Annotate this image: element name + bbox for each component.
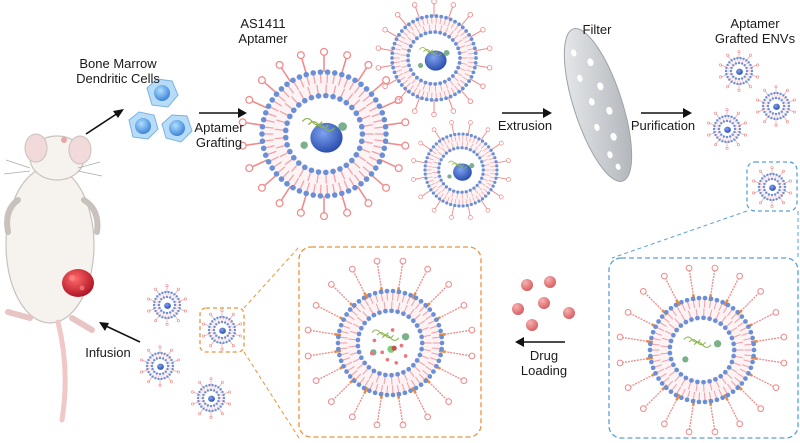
vesicle-top-right xyxy=(375,0,493,118)
zoom-line-blue-left xyxy=(611,210,748,259)
label-infusion: Infusion xyxy=(85,345,131,360)
label-drug-line2: Loading xyxy=(520,363,568,378)
label-grafted-line1: Aptamer xyxy=(730,16,780,31)
zoomed-vesicle-blue xyxy=(616,264,788,436)
arrow-extrusion xyxy=(502,108,552,118)
label-bmdc-line2: Dendritic Cells xyxy=(76,71,160,86)
label-aptamer-grafting: Aptamer Grafting xyxy=(186,120,252,150)
loaded-env-1 xyxy=(147,284,187,326)
grafted-env-2 xyxy=(756,85,796,127)
label-aptamer-grafted-envs: Aptamer Grafted ENVs xyxy=(712,16,798,46)
label-extrusion: Extrusion xyxy=(497,118,553,133)
zoom-box-orange xyxy=(298,246,482,438)
arrow-infusion xyxy=(99,322,141,343)
label-bmdc-line1: Bone Marrow xyxy=(79,56,157,71)
label-filter: Filter xyxy=(582,22,612,37)
drug-molecules-icon xyxy=(512,276,575,331)
zoomed-vesicle-orange xyxy=(304,257,476,429)
zoom-line-orange-bottom xyxy=(243,351,300,439)
grafted-env-1 xyxy=(719,50,759,92)
label-grafting-line1: Aptamer xyxy=(194,120,244,135)
label-as1411: AS1411 Aptamer xyxy=(223,16,303,46)
label-drug-loading: Drug Loading xyxy=(512,348,576,378)
arrow-to-cells xyxy=(85,109,124,135)
label-as1411-line2: Aptamer xyxy=(238,31,288,46)
dendritic-cells-icon xyxy=(128,78,193,143)
arrow-purification xyxy=(641,108,692,118)
grafted-env-3 xyxy=(707,108,747,150)
loaded-env-box xyxy=(202,309,242,351)
label-as1411-line1: AS1411 xyxy=(240,16,286,31)
loaded-env-2 xyxy=(140,345,180,387)
arrow-grafting xyxy=(199,108,247,118)
vesicle-mid-right xyxy=(411,120,511,220)
label-bmdc: Bone Marrow Dendritic Cells xyxy=(58,56,178,86)
tumor-icon xyxy=(62,269,94,297)
zoom-box-blue xyxy=(608,257,799,439)
loaded-env-3 xyxy=(191,377,231,419)
filter-icon xyxy=(563,28,633,182)
label-grafted-line2: Grafted ENVs xyxy=(714,31,796,46)
vesicle-large-left xyxy=(238,47,410,221)
label-grafting-line2: Grafting xyxy=(195,135,243,150)
label-drug-line1: Drug xyxy=(529,348,559,363)
small-vesicle-box-blue xyxy=(746,161,798,212)
arrow-drug-loading xyxy=(515,337,565,347)
zoom-line-orange-top xyxy=(243,246,300,309)
label-purification: Purification xyxy=(630,118,696,133)
small-vesicle-box-orange xyxy=(199,307,245,353)
grafted-env-4 xyxy=(752,166,792,208)
